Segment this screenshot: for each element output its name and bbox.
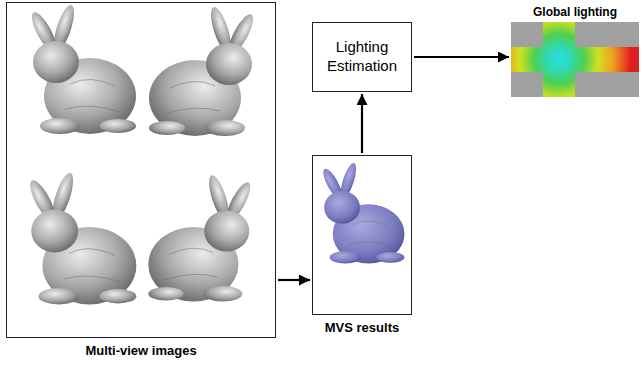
result-panel: MVS results	[312, 155, 412, 315]
process-box: Lighting Estimation	[312, 22, 412, 92]
bunny-view	[27, 3, 136, 134]
flow-arrow	[414, 56, 509, 58]
mvs-bunny	[320, 161, 405, 263]
box-label: Lighting Estimation	[319, 38, 405, 76]
flow-arrow	[361, 94, 363, 153]
lighting-map: Global lighting	[511, 22, 639, 97]
panel-title: Global lighting	[451, 5, 643, 19]
panel-title: Multi-view images	[0, 343, 335, 358]
image-panel: Multi-view images	[6, 2, 276, 338]
bunny-view	[149, 5, 258, 136]
lighting-cubemap	[511, 22, 639, 97]
flow-arrow	[278, 279, 310, 281]
bunny-view	[148, 173, 254, 301]
panel-title: MVS results	[253, 320, 471, 335]
bunny-view	[26, 171, 137, 305]
